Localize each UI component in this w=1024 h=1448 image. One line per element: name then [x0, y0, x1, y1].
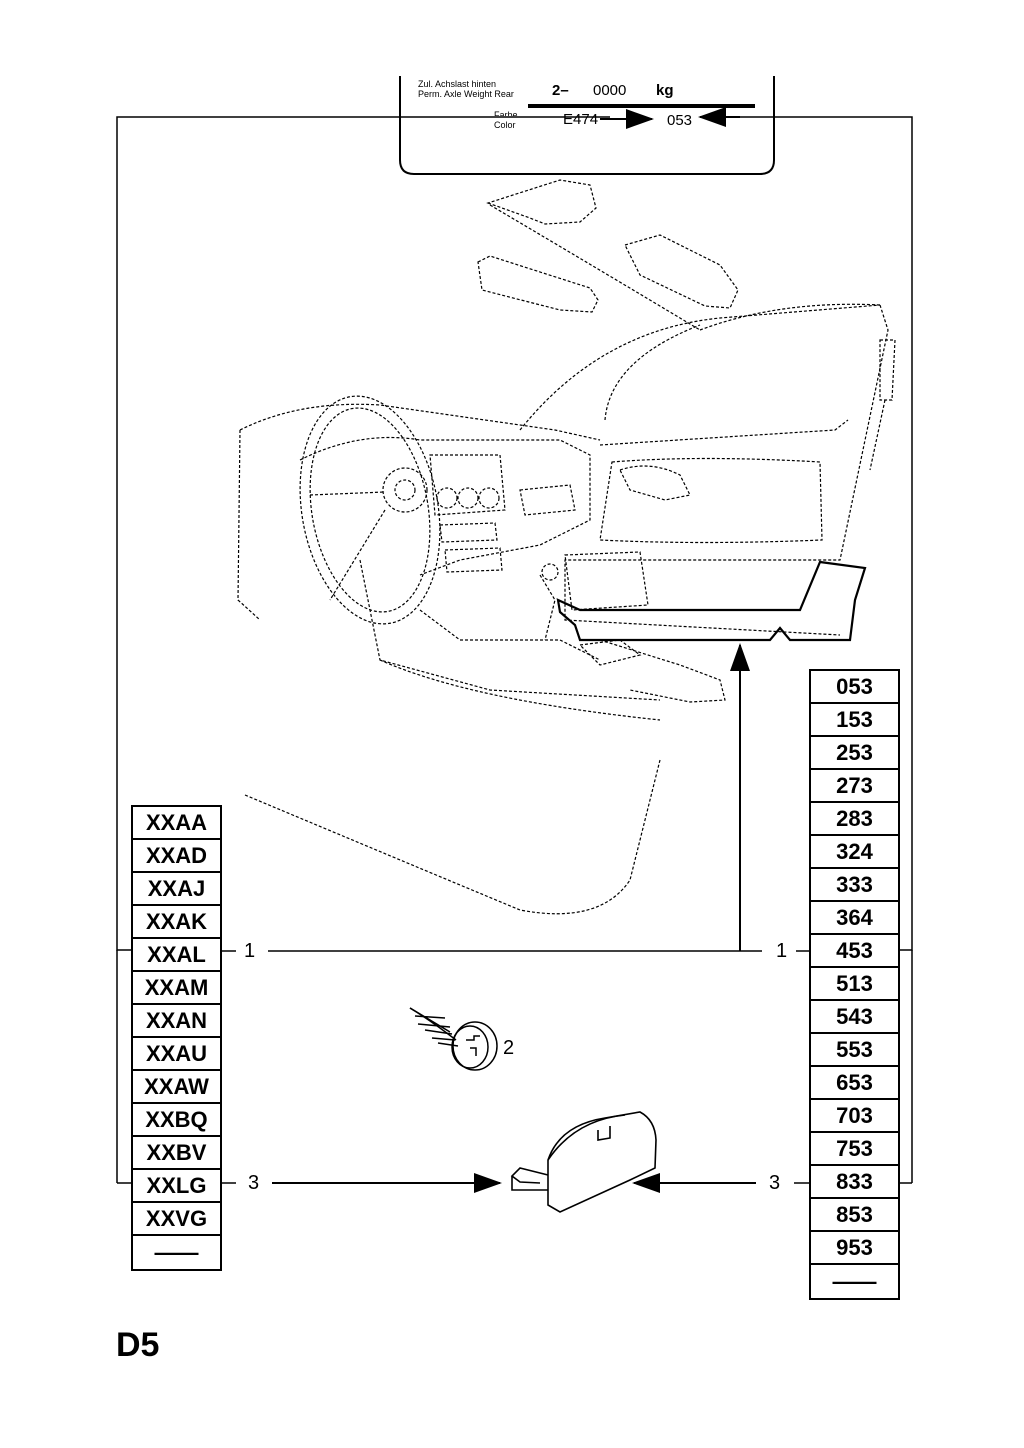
code-cell: 253 — [811, 737, 898, 770]
door-lower-trim — [556, 560, 867, 642]
code-cell: —— — [154, 1239, 199, 1265]
page-id: D5 — [116, 1326, 160, 1364]
code-cell: XXAM — [133, 972, 220, 1005]
axle-unit: kg — [656, 82, 674, 99]
frame-left — [116, 116, 610, 951]
trim-code: 053 — [667, 112, 693, 129]
code-cell: 283 — [811, 803, 898, 836]
code-cell: 753 — [811, 1133, 898, 1166]
code-cell: 543 — [811, 1001, 898, 1034]
code-cell: 273 — [811, 770, 898, 803]
car-interior-illustration — [237, 179, 896, 915]
code-cell: 953 — [811, 1232, 898, 1265]
callout-3-right: 3 — [769, 1172, 781, 1194]
code-cell: 653 — [811, 1067, 898, 1100]
axle-value: 0000 — [593, 82, 627, 99]
color-code: E474 — [563, 111, 599, 124]
code-cell: XXVG — [133, 1203, 220, 1236]
code-cell: 153 — [811, 704, 898, 737]
code-cell: 833 — [811, 1166, 898, 1199]
label-plate-outline — [399, 76, 775, 175]
code-cell: 703 — [811, 1100, 898, 1133]
code-cell: XXBV — [133, 1137, 220, 1170]
code-cell: XXAK — [133, 906, 220, 939]
code-cell: 553 — [811, 1034, 898, 1067]
code-cell: XXAJ — [133, 873, 220, 906]
callout-3-left: 3 — [248, 1172, 260, 1194]
code-cell: 513 — [811, 968, 898, 1001]
code-cell: XXAD — [133, 840, 220, 873]
axle-label-en: Perm. Axle Weight Rear — [418, 89, 514, 99]
code-cell: XXLG — [133, 1170, 220, 1203]
color-label-en: Color — [494, 120, 516, 130]
screw-part — [409, 1007, 498, 1071]
callout-1-right: 1 — [776, 940, 788, 962]
code-cell: XXAW — [133, 1071, 220, 1104]
color-label-de: Farbe — [494, 110, 518, 116]
code-cell: 053 — [811, 671, 898, 704]
trim-cap-part — [510, 1111, 657, 1213]
callout-1-left: 1 — [244, 940, 256, 962]
code-cell: XXAL — [133, 939, 220, 972]
axle-label-de: Zul. Achslast hinten — [418, 79, 497, 89]
code-cell: XXBQ — [133, 1104, 220, 1137]
frame-right — [700, 116, 913, 951]
code-cell: 853 — [811, 1199, 898, 1232]
code-cell: XXAA — [133, 807, 220, 840]
code-cell: 453 — [811, 935, 898, 968]
code-cell: 364 — [811, 902, 898, 935]
code-cell: —— — [832, 1268, 877, 1294]
callout-2: 2 — [503, 1037, 515, 1059]
code-cell: 333 — [811, 869, 898, 902]
axle-prefix: 2– — [552, 82, 569, 99]
code-cell: 324 — [811, 836, 898, 869]
code-cell: XXAU — [133, 1038, 220, 1071]
code-cell: XXAN — [133, 1005, 220, 1038]
